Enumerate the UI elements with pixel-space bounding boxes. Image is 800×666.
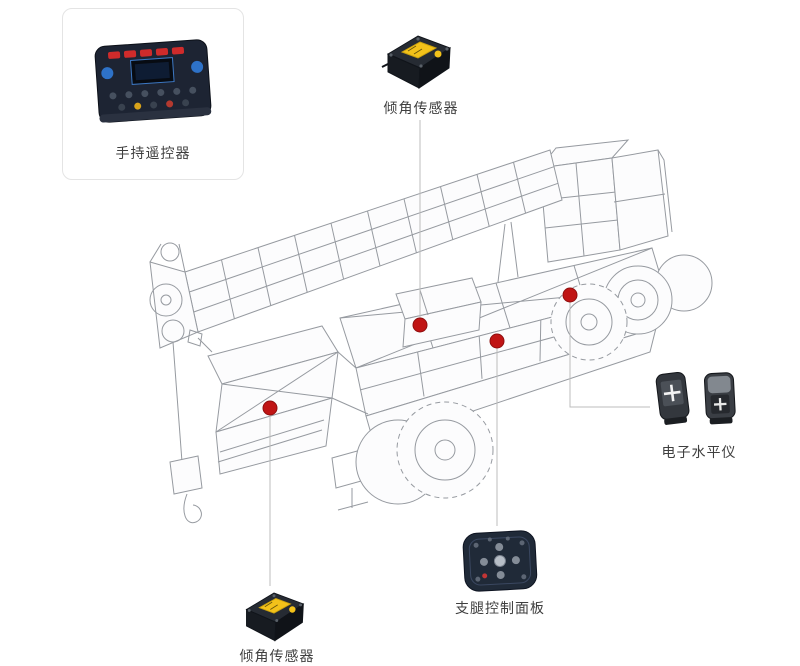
tilt-sensor-bottom [236,582,312,652]
electronic-level-icon [704,372,736,425]
callout-lines [269,120,650,586]
electronic-level-label: 电子水平仪 [661,445,737,461]
tilt-sensor-bottom-label: 倾角传感器 [239,649,315,665]
sensor-marker [262,400,278,416]
tilt-sensor-icon [245,592,305,642]
remote-controller-card: 手持遥控器 [62,8,244,180]
outrigger-control-panel [460,528,540,600]
tilt-sensor-icon [381,35,452,89]
tilt-sensor-top [378,24,458,100]
tilt-sensor-top-label: 倾角传感器 [383,101,459,117]
outrigger-panel-label: 支腿控制面板 [455,601,545,617]
outrigger-panel-icon [462,530,538,592]
crane-wireframe [149,139,713,524]
remote-controller-label: 手持遥控器 [115,146,191,162]
callout-line [569,302,650,408]
remote-controller-icon [94,39,212,123]
sensor-marker [489,333,505,349]
sensor-marker [412,317,428,333]
sensor-marker [562,287,578,303]
electronic-level [654,370,741,432]
electronic-level-icon [655,371,690,425]
